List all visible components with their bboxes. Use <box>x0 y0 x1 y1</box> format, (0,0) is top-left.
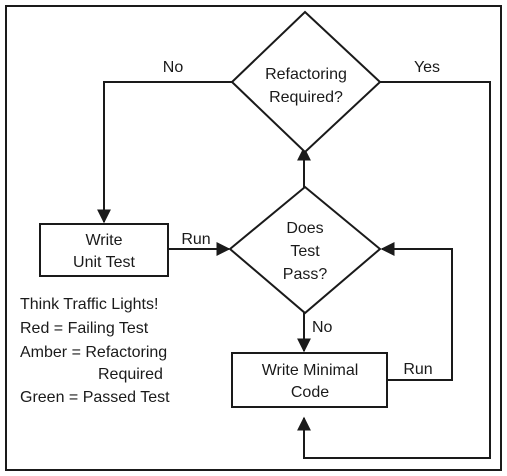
legend-red: Red = Failing Test <box>20 320 149 337</box>
legend-amber: Amber = Refactoring <box>20 344 167 361</box>
legend-green: Green = Passed Test <box>20 389 170 406</box>
decision-pass-label-line2: Test <box>290 243 320 260</box>
box-minimal-code-label-line1: Write Minimal <box>262 362 359 379</box>
box-unit-test-label-line1: Write <box>85 232 122 249</box>
decision-refactoring-label-line2: Required? <box>269 89 343 106</box>
decision-refactoring-required <box>230 10 382 154</box>
box-unit-test-label-line2: Unit Test <box>73 254 136 271</box>
edge-run-minimal-code-to-pass <box>380 242 453 381</box>
decision-does-test-pass <box>228 185 382 315</box>
decision-refactoring-label-line1: Refactoring <box>265 66 347 83</box>
edge-label-run-from-code: Run <box>403 361 432 378</box>
edge-no-to-unit-test <box>97 81 232 224</box>
diagram-frame <box>5 5 502 471</box>
edge-label-yes-top: Yes <box>414 59 440 76</box>
legend-amber-continued: Required <box>98 366 163 383</box>
decision-pass-label-line1: Does <box>286 220 323 237</box>
box-write-minimal-code <box>231 352 388 408</box>
edge-yes-to-minimal-code <box>297 81 491 459</box>
box-minimal-code-label-line2: Code <box>291 384 329 401</box>
edge-label-no-bottom: No <box>312 319 333 336</box>
decision-pass-label-line3: Pass? <box>283 266 328 283</box>
edge-label-run-to-pass: Run <box>181 231 210 248</box>
box-write-unit-test <box>39 223 169 277</box>
legend-title: Think Traffic Lights! <box>20 296 158 313</box>
edge-label-no-top: No <box>163 59 184 76</box>
